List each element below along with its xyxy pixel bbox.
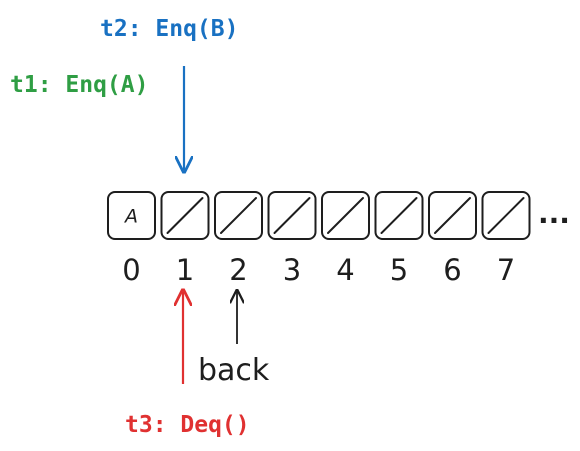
cell-index-1: 1 [176,253,194,287]
queue-cell-box [160,191,210,240]
queue-cells: A [107,191,531,240]
t1-label: t1: Enq(A) [10,72,148,98]
cell-index-7: 7 [497,253,515,287]
queue-cell-box [428,191,477,240]
cell-index-5: 5 [390,253,408,287]
queue-cell-3 [267,191,317,240]
t2-label: t2: Enq(B) [100,16,238,42]
queue-cell-box [214,191,263,240]
queue-cell-2 [214,191,263,240]
queue-cell-6 [428,191,477,240]
empty-slot-slash [380,197,418,234]
queue-cell-box [321,191,370,240]
queue-cell-1 [160,191,210,240]
empty-slot-slash [166,197,204,234]
cell-index-6: 6 [443,253,461,287]
queue-cell-5 [374,191,424,240]
cell-index-2: 2 [229,253,247,287]
t3-label: t3: Deq() [125,412,250,438]
empty-slot-slash [327,197,364,234]
back-pointer-label: back [198,353,270,388]
queue-cell-value: A [123,206,138,228]
queue-cell-0: A [107,191,156,240]
cell-index-4: 4 [336,253,354,287]
queue-cell-box [267,191,317,240]
empty-slot-slash [273,197,311,234]
cell-index-3: 3 [283,253,301,287]
empty-slot-slash [487,197,525,234]
cell-indices: 0 1 2 3 4 5 6 7 [122,253,515,287]
queue-cell-4 [321,191,370,240]
queue-cell-box [481,191,531,240]
queue-cell-box [107,191,156,240]
empty-slot-slash [434,197,471,234]
empty-slot-slash [220,197,257,234]
queue-cell-box [374,191,424,240]
queue-cell-7 [481,191,531,240]
cell-index-0: 0 [122,253,140,287]
more-cells-ellipsis: ... [538,197,570,230]
